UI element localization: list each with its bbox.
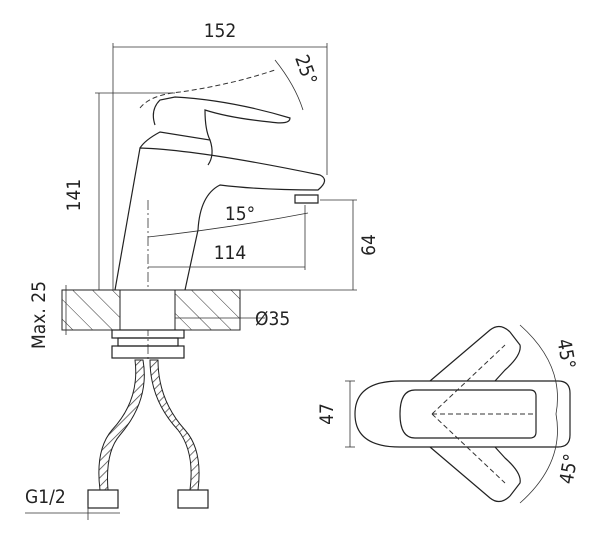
dimension-lines — [25, 43, 357, 520]
lever-angle-label: 25° — [290, 52, 321, 88]
spout-reach-label: 114 — [214, 242, 247, 264]
rotation-right-label: 45° — [556, 452, 583, 486]
faucet-top-view — [345, 324, 571, 504]
connection-thread-label: G1/2 — [25, 486, 66, 508]
spout-angle-label: 15° — [225, 203, 255, 225]
hole-diameter-label: Ø35 — [255, 308, 290, 330]
overall-length-label: 152 — [204, 20, 237, 42]
mounting-and-hoses — [87, 329, 209, 509]
max-deck-thickness-label: Max. 25 — [28, 281, 50, 349]
body-width-label: 47 — [316, 403, 338, 425]
spout-height-label: 64 — [358, 234, 380, 256]
faucet-side-view — [114, 69, 326, 360]
countertop-section — [61, 289, 241, 331]
rotation-left-label: 45° — [552, 337, 579, 371]
height-label: 141 — [63, 179, 85, 212]
